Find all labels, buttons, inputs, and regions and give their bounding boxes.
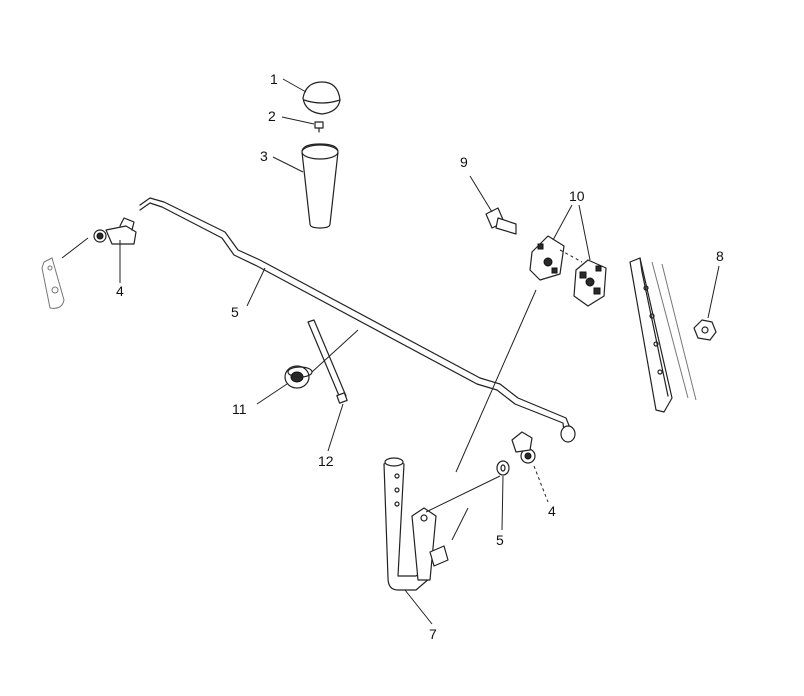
part-10-bushing-b bbox=[573, 259, 607, 307]
leader-11 bbox=[256, 383, 288, 405]
left-linkage-arm bbox=[41, 237, 89, 309]
callout-12: 12 bbox=[318, 453, 334, 469]
callout-6: 5 bbox=[231, 304, 239, 320]
leader-12-rod bbox=[311, 329, 359, 373]
callout-8: 8 bbox=[716, 248, 724, 264]
leader-4b bbox=[533, 465, 549, 503]
leader-3 bbox=[272, 156, 304, 173]
part-11-grommet bbox=[284, 365, 313, 389]
part-4-clip-left bbox=[93, 217, 137, 245]
part-8-nut bbox=[693, 319, 717, 341]
callout-11: 11 bbox=[232, 401, 247, 417]
leader-7-link bbox=[425, 475, 501, 513]
alignment-line bbox=[455, 289, 537, 473]
callout-9: 9 bbox=[460, 154, 468, 170]
leader-5 bbox=[501, 475, 504, 531]
part-9-bolt bbox=[485, 207, 517, 235]
part-6-shift-rod bbox=[139, 197, 576, 443]
leader-1 bbox=[282, 78, 307, 93]
mounting-bracket-plate bbox=[629, 257, 697, 413]
part-5-washer bbox=[496, 460, 510, 476]
callout-4b: 4 bbox=[548, 503, 556, 519]
callout-7: 7 bbox=[429, 626, 437, 642]
leader-6 bbox=[246, 267, 266, 307]
part-4-clip-right bbox=[511, 431, 536, 464]
leader-9 bbox=[469, 175, 493, 213]
callout-1: 1 bbox=[270, 71, 278, 87]
part-7-shift-lever bbox=[383, 457, 449, 591]
leader-10c bbox=[559, 249, 583, 263]
part-10-bushing-a bbox=[529, 235, 565, 281]
callout-4a: 4 bbox=[116, 283, 124, 299]
callout-2: 2 bbox=[268, 108, 276, 124]
leader-7-pin bbox=[451, 507, 469, 541]
leader-10b bbox=[578, 204, 591, 261]
callout-3: 3 bbox=[260, 148, 268, 164]
leader-8 bbox=[707, 265, 720, 319]
callout-5: 5 bbox=[496, 532, 504, 548]
leader-7 bbox=[404, 589, 433, 625]
leader-12 bbox=[327, 403, 344, 452]
part-3-shift-knob bbox=[301, 143, 339, 229]
callout-10: 10 bbox=[569, 188, 585, 204]
part-12-pin bbox=[307, 319, 348, 404]
leader-2 bbox=[281, 116, 315, 125]
part-1-knob-cap bbox=[302, 81, 341, 115]
leader-10a bbox=[552, 204, 573, 241]
part-2-screw bbox=[314, 121, 324, 133]
